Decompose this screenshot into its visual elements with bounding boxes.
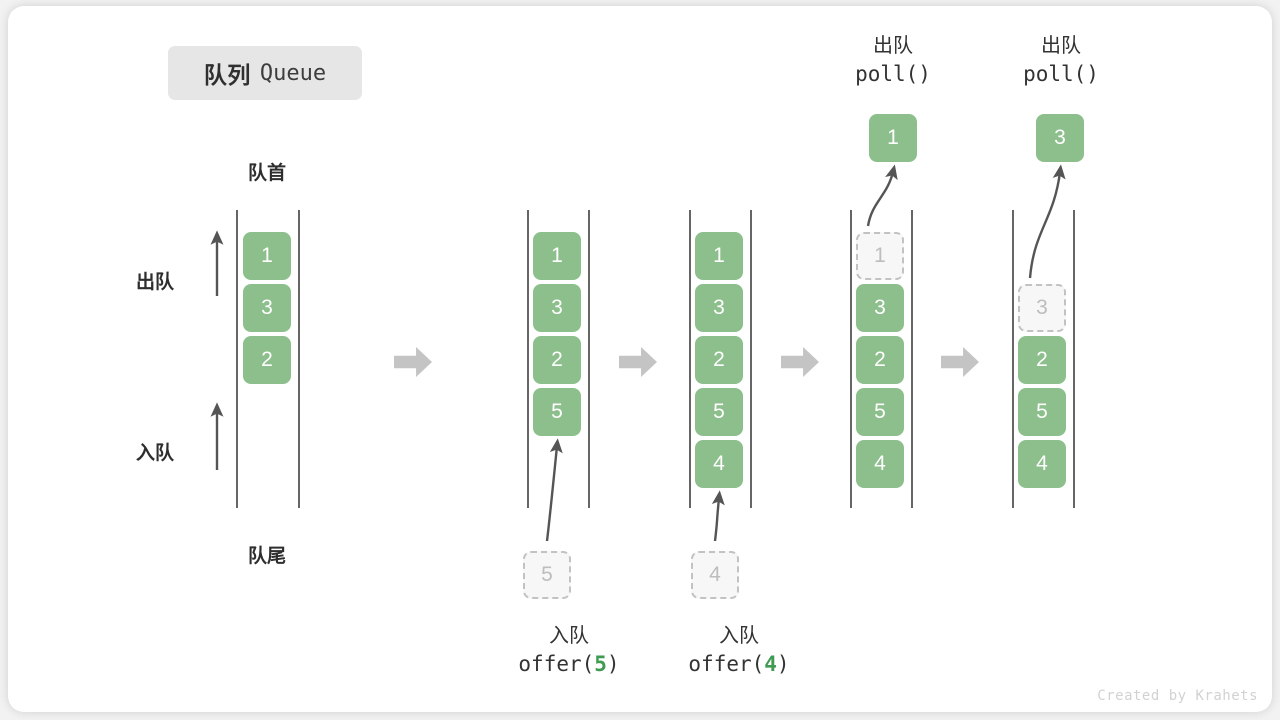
queue-after-offer-4-item-3: 3 xyxy=(695,284,743,332)
queue-after-poll-3-item-4: 4 xyxy=(1018,440,1066,488)
queue-after-offer-5-item-1: 1 xyxy=(533,232,581,280)
queue-after-offer-5-incoming-5: 5 xyxy=(523,551,571,599)
queue-after-poll-3-outgoing-3: 3 xyxy=(1036,114,1084,162)
queue-initial-item-2: 2 xyxy=(243,336,291,384)
operation-name-offer-5: 入队 xyxy=(549,625,589,647)
queue-after-poll-1-outgoing-1: 1 xyxy=(869,114,917,162)
queue-after-poll-3-item-5: 5 xyxy=(1018,388,1066,436)
queue-after-offer-5-item-3: 3 xyxy=(533,284,581,332)
queue-after-poll-1-item-1: 1 xyxy=(856,232,904,280)
queue-initial-item-1: 1 xyxy=(243,232,291,280)
operation-label-offer-5: 入队 offer(5) xyxy=(459,622,679,680)
queue-after-offer-4-item-4: 4 xyxy=(695,440,743,488)
operation-arg-offer-5: 5 xyxy=(594,652,607,677)
queue-after-poll-3-item-3: 3 xyxy=(1018,284,1066,332)
operation-code-poll-3: poll() xyxy=(1023,62,1099,87)
operation-label-poll-3: 出队 poll() xyxy=(951,32,1171,90)
operation-name-poll-3: 出队 xyxy=(1041,35,1081,57)
queue-head-label: 队首 xyxy=(247,163,286,184)
queue-after-poll-3-item-2: 2 xyxy=(1018,336,1066,384)
operation-code-poll-1: poll() xyxy=(855,62,931,87)
queue-after-offer-5-item-2: 2 xyxy=(533,336,581,384)
queue-after-offer-4-item-1: 1 xyxy=(695,232,743,280)
title-chinese: 队列 xyxy=(203,62,251,88)
enqueue-arrow-label: 入队 xyxy=(135,443,174,464)
queue-tail-label: 队尾 xyxy=(247,546,286,567)
operation-name-poll-1: 出队 xyxy=(873,35,913,57)
dequeue-arrow-label: 出队 xyxy=(135,272,174,293)
queue-after-offer-4-item-5: 5 xyxy=(695,388,743,436)
queue-after-offer-4-incoming-4: 4 xyxy=(691,551,739,599)
watermark: Created by Krahets xyxy=(1097,688,1258,704)
queue-after-offer-4-item-2: 2 xyxy=(695,336,743,384)
operation-label-poll-1: 出队 poll() xyxy=(783,32,1003,90)
operation-code-offer-4: offer(4) xyxy=(688,652,790,677)
queue-after-poll-1-item-3: 3 xyxy=(856,284,904,332)
queue-after-poll-1-item-5: 5 xyxy=(856,388,904,436)
queue-initial-item-3: 3 xyxy=(243,284,291,332)
operation-name-offer-4: 入队 xyxy=(719,625,759,647)
queue-after-poll-1-item-4: 4 xyxy=(856,440,904,488)
operation-code-offer-5: offer(5) xyxy=(518,652,620,677)
queue-after-poll-1-item-2: 2 xyxy=(856,336,904,384)
operation-arg-offer-4: 4 xyxy=(764,652,777,677)
operation-label-offer-4: 入队 offer(4) xyxy=(629,622,849,680)
title-badge: 队列 Queue xyxy=(168,46,362,100)
queue-after-offer-5-item-5: 5 xyxy=(533,388,581,436)
title-english: Queue xyxy=(259,60,327,86)
